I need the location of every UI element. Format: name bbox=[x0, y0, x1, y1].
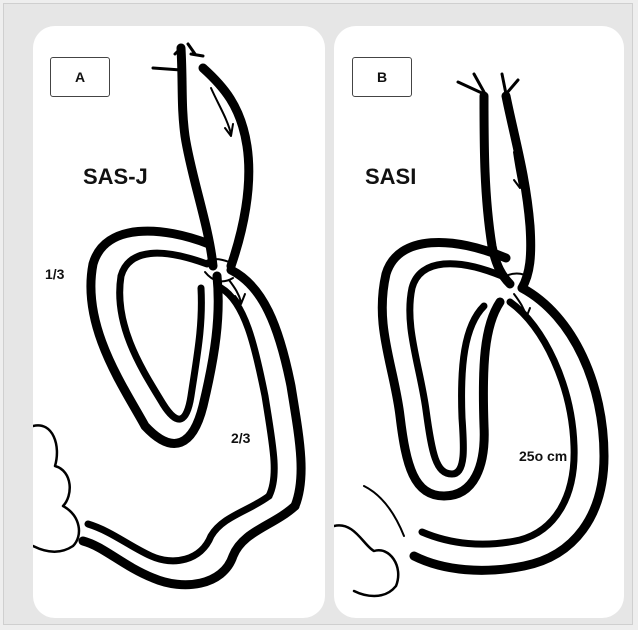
panel-b: B SASI 25o cm bbox=[334, 26, 624, 618]
panel-a-label-1: 1/3 bbox=[45, 266, 64, 282]
panel-b-label-1: 25o cm bbox=[519, 448, 567, 464]
panel-b-title: SASI bbox=[365, 164, 416, 190]
limb-loop-inner bbox=[120, 253, 207, 419]
intestine-outer bbox=[83, 506, 295, 585]
panel-a-title: SAS-J bbox=[83, 164, 148, 190]
limb-loop-outer bbox=[382, 242, 506, 496]
panel-a-label-2: 2/3 bbox=[231, 430, 250, 446]
panel-a: A SAS-J 1/3 2/3 bbox=[33, 26, 325, 618]
colon-outline bbox=[334, 525, 398, 596]
panel-a-diagram bbox=[33, 26, 325, 618]
colon-outline bbox=[33, 425, 79, 551]
limb-right-inner bbox=[221, 288, 274, 496]
intestine-inner bbox=[88, 496, 269, 561]
panel-b-letter: B bbox=[352, 57, 412, 97]
figure-frame: A SAS-J 1/3 2/3 bbox=[3, 3, 633, 625]
limb-right-inner bbox=[422, 302, 574, 544]
panel-a-letter: A bbox=[50, 57, 110, 97]
panel-b-diagram bbox=[334, 26, 624, 618]
esophagus-branch bbox=[458, 74, 518, 94]
